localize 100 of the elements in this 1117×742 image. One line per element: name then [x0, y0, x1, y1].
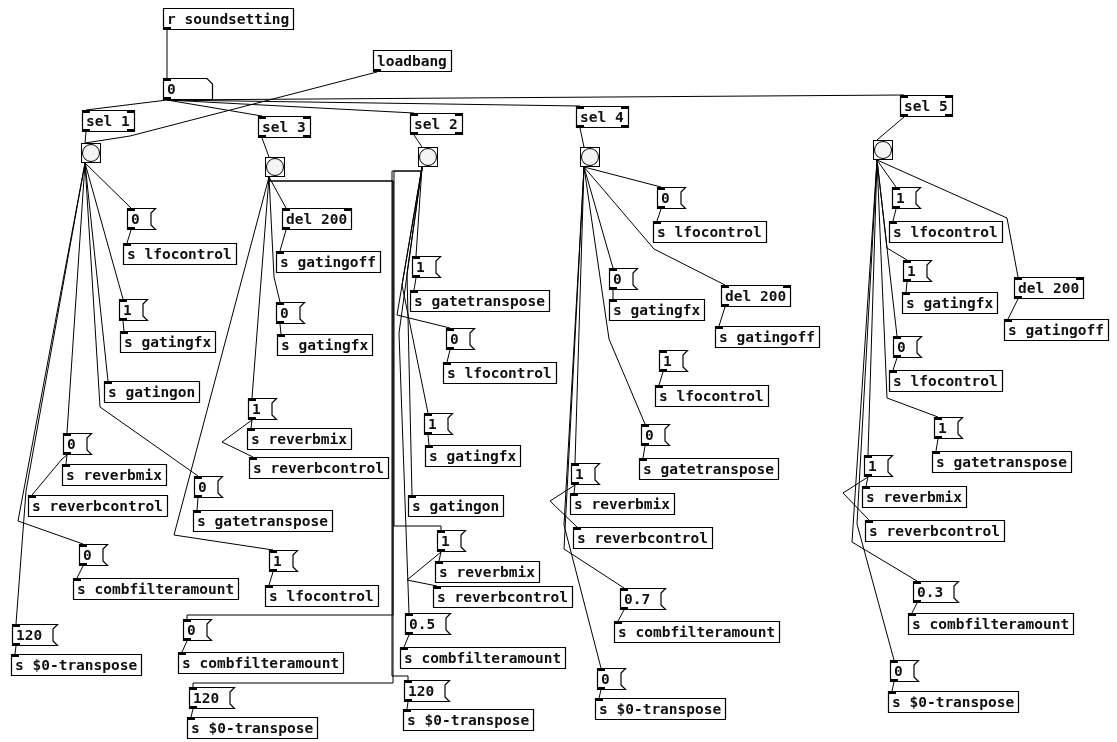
patch-cord	[842, 476, 870, 521]
message-text: 0	[197, 478, 208, 497]
object-text: s gatetranspose	[642, 460, 775, 479]
message-box	[405, 613, 452, 635]
object-text: s $0-transpose	[406, 711, 531, 730]
message-box	[276, 302, 305, 324]
object-text: s combfilteramount	[181, 654, 341, 673]
object-text: sel 4	[579, 108, 625, 127]
object-text: s $0-transpose	[190, 719, 315, 738]
object-text: s lfocontrol	[268, 587, 375, 606]
bang-button	[873, 140, 893, 160]
message-text: 0	[186, 621, 197, 640]
patch-cord	[413, 277, 417, 291]
patch-cord	[446, 349, 451, 363]
object-text: s lfocontrol	[892, 372, 999, 391]
patch-cord	[31, 454, 68, 496]
message-text: 1	[906, 262, 917, 281]
object-text: del 200	[724, 287, 788, 306]
patch-cord	[261, 137, 270, 158]
patch-cord	[867, 159, 878, 456]
patch-cord	[642, 445, 646, 459]
object-text: s lfocontrol	[658, 387, 765, 406]
patch-cord	[76, 565, 84, 579]
message-text: 1	[662, 352, 673, 371]
message-text: 1	[937, 419, 948, 438]
patch-cord	[413, 134, 423, 148]
message-text: 1	[574, 465, 585, 484]
message-box	[119, 299, 148, 321]
patch-cord	[221, 419, 254, 458]
object-text: s lfocontrol	[126, 245, 233, 264]
object-text: s reverbcontrol	[576, 529, 709, 548]
patch-cord	[892, 357, 898, 371]
patch-cord	[658, 371, 664, 386]
object-text: s reverbcontrol	[31, 497, 164, 516]
patch-cord	[583, 166, 662, 188]
patch-cord	[905, 281, 908, 293]
message-text: 0.5	[408, 615, 437, 634]
message-text: 0	[279, 304, 290, 323]
object-text: s gatingfx	[612, 301, 702, 320]
patch-cord	[14, 645, 17, 655]
patch-cord	[856, 159, 895, 661]
message-box	[63, 433, 92, 455]
object-text: s $0-transpose	[891, 693, 1016, 712]
patch-cord	[583, 166, 726, 286]
bang-button	[265, 157, 285, 177]
message-text: 0	[612, 270, 623, 289]
patch-cord	[656, 208, 662, 222]
object-text: s combfilteramount	[911, 615, 1071, 634]
message-text: 1	[867, 457, 878, 476]
patch-cord	[573, 484, 576, 494]
message-box	[412, 256, 441, 278]
patch-cord	[122, 320, 125, 332]
object-text: del 200	[285, 210, 349, 229]
message-text: 0	[82, 546, 93, 565]
patch-cord	[549, 484, 578, 528]
object-text: s gatingoff	[718, 328, 817, 347]
object-text: sel 5	[903, 97, 949, 116]
message-text: 0	[600, 670, 611, 689]
patch-cord	[192, 176, 394, 688]
patch-cord	[718, 306, 726, 327]
patch-cord	[126, 229, 132, 244]
object-text: s reverbmix	[250, 430, 349, 449]
message-text: 0	[896, 338, 907, 357]
patch-cord	[279, 229, 287, 252]
message-box	[913, 581, 960, 603]
message-box	[127, 208, 156, 230]
bang-button	[81, 143, 101, 163]
patch-cord	[84, 131, 87, 144]
message-text: 1	[251, 400, 262, 419]
object-text: sel 1	[85, 112, 131, 131]
object-text: s reverbcontrol	[252, 459, 385, 478]
object-text: s reverbcontrol	[868, 522, 1001, 541]
message-text: 0	[449, 330, 460, 349]
message-box	[437, 530, 466, 552]
patch-cord	[598, 689, 602, 699]
object-text: s gatingfx	[428, 447, 518, 466]
patch-cord	[617, 609, 625, 622]
patch-cord	[190, 708, 194, 718]
patch-cord	[876, 159, 1019, 278]
message-box	[903, 260, 932, 282]
message-box	[641, 424, 670, 446]
object-text: s gatingfx	[123, 333, 213, 352]
object-text: s gatingfx	[280, 336, 370, 355]
patch-cord	[268, 176, 287, 209]
patch-cord	[892, 208, 897, 222]
message-text: 0	[644, 426, 655, 445]
object-text: s gatingon	[411, 497, 501, 516]
bang-button	[418, 147, 438, 167]
patch-cord	[250, 419, 253, 429]
patch-cord	[406, 551, 442, 587]
message-box	[864, 455, 893, 477]
patch-cord	[427, 434, 430, 446]
patch-cord	[911, 602, 918, 614]
patch-cord	[579, 127, 585, 148]
object-text: sel 3	[261, 118, 307, 137]
object-text: s combfilteramount	[617, 623, 777, 642]
patch-cord	[391, 166, 423, 681]
message-box	[269, 550, 298, 572]
patch-cord	[612, 289, 614, 300]
patch-cord	[65, 454, 68, 465]
